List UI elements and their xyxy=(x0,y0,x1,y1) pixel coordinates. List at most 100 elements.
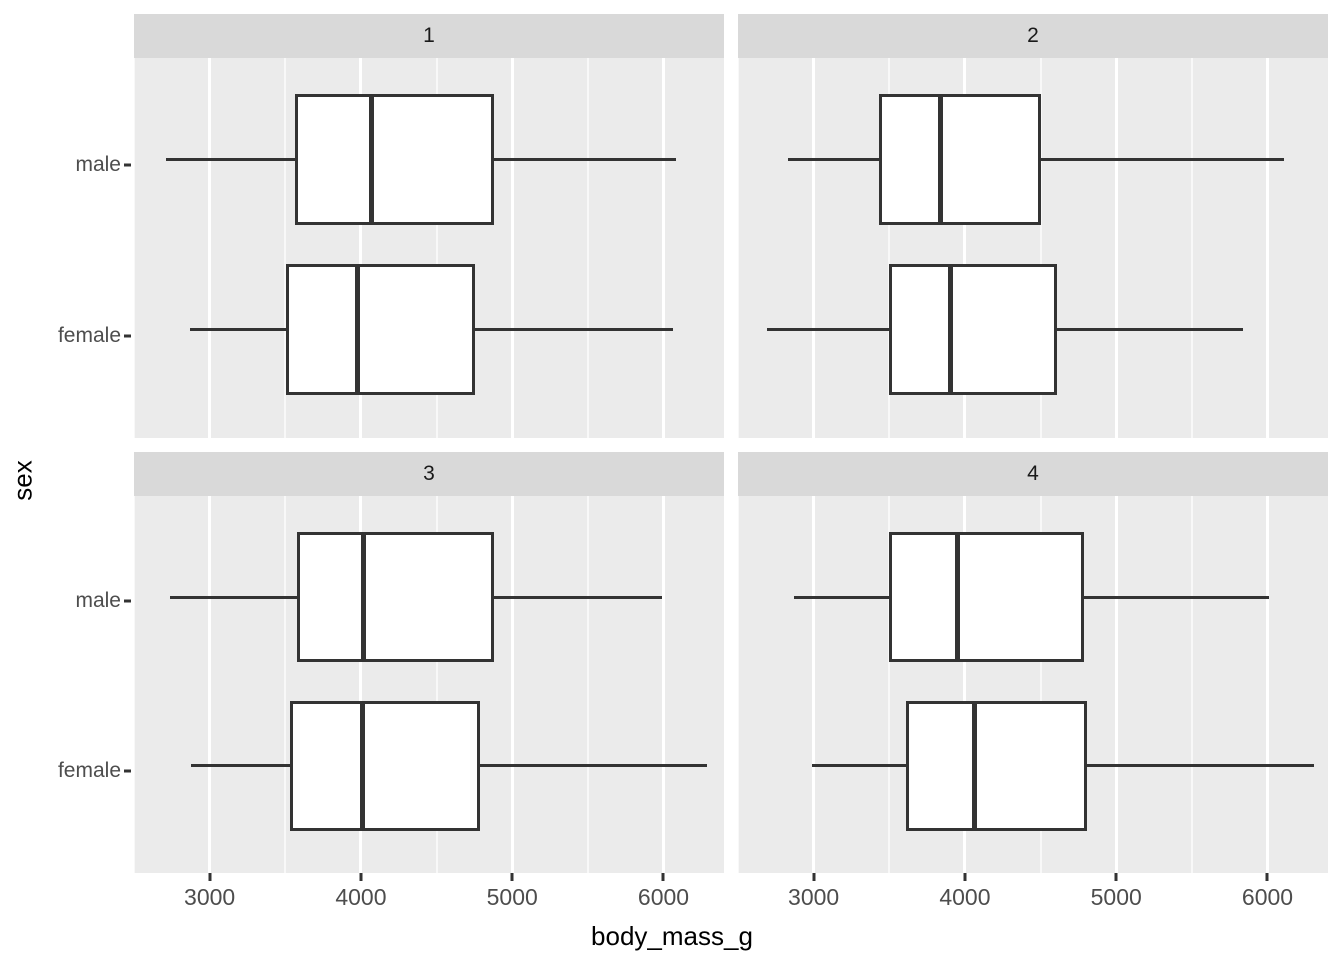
y-tick-mark-female-2 xyxy=(124,769,131,773)
y-tick-label-male: male xyxy=(75,153,121,176)
x-axis: 3000 4000 5000 6000 3000 4000 5000 6000 xyxy=(134,873,1330,933)
x-tick-mark xyxy=(510,873,514,881)
gridline-minor xyxy=(586,496,589,873)
facet-panel-2: 2 xyxy=(738,14,1328,438)
gridline-major xyxy=(661,496,665,873)
facet-strip-4: 4 xyxy=(738,452,1328,496)
box-iqr xyxy=(295,94,495,226)
x-tick-label: 4000 xyxy=(939,884,991,910)
boxplot-female xyxy=(738,496,1328,873)
gridline-major xyxy=(359,496,363,873)
gridline-major xyxy=(1265,496,1269,873)
plot-panel-2 xyxy=(738,58,1328,438)
box-iqr xyxy=(889,532,1085,663)
gridline-major xyxy=(208,496,212,873)
whisker-low xyxy=(812,764,906,768)
median-line xyxy=(954,532,960,663)
gridline-major xyxy=(812,58,816,438)
gridline-major xyxy=(1114,496,1118,873)
gridline-minor xyxy=(1190,496,1193,873)
gridline-major xyxy=(208,58,212,438)
y-tick-label-male-2: male xyxy=(75,589,121,612)
gridline-major xyxy=(1265,58,1269,438)
gridline-minor xyxy=(435,58,438,438)
whisker-low xyxy=(191,764,290,768)
gridline-minor xyxy=(738,496,739,873)
gridline-minor xyxy=(1039,496,1042,873)
median-line xyxy=(971,700,977,831)
boxplot-male xyxy=(134,58,724,438)
median-line xyxy=(948,264,954,396)
box-iqr xyxy=(878,94,1041,226)
whisker-high xyxy=(494,595,662,599)
facet-strip-label-1: 1 xyxy=(423,24,435,47)
facet-column-left: 1 3 xyxy=(134,14,724,873)
x-axis-title: body_mass_g xyxy=(0,921,1344,952)
gridline-major xyxy=(963,58,967,438)
x-tick-label: 6000 xyxy=(1241,884,1294,910)
y-axis: male female male female xyxy=(0,0,134,960)
whisker-high xyxy=(1040,158,1285,162)
gridline-minor xyxy=(888,496,891,873)
whisker-low xyxy=(766,328,889,332)
gridline-major xyxy=(963,496,967,873)
gridline-minor xyxy=(888,58,891,438)
facet-panel-3: 3 xyxy=(134,452,724,873)
x-tick-label: 4000 xyxy=(335,884,387,910)
gridline-minor xyxy=(738,58,739,438)
facet-grid: 1 3 2 4 xyxy=(134,14,1330,873)
gridline-minor xyxy=(134,58,135,438)
gridline-minor xyxy=(1190,58,1193,438)
x-tick-label: 5000 xyxy=(486,884,538,910)
whisker-low xyxy=(787,158,879,162)
facet-panel-1: 1 xyxy=(134,14,724,438)
y-tick-label-female-2: female xyxy=(57,759,121,782)
whisker-high xyxy=(1087,764,1315,768)
gridline-minor xyxy=(435,496,438,873)
box-iqr xyxy=(289,700,481,831)
x-tick-mark xyxy=(1114,873,1118,881)
y-tick-label-female: female xyxy=(57,324,121,347)
facet-strip-label-3: 3 xyxy=(423,462,435,485)
facet-strip-3: 3 xyxy=(134,452,724,496)
x-tick-label: 5000 xyxy=(1090,884,1142,910)
x-tick-mark xyxy=(812,873,816,881)
facet-strip-1: 1 xyxy=(134,14,724,58)
y-tick-mark-male-2 xyxy=(124,599,131,603)
facet-strip-2: 2 xyxy=(738,14,1328,58)
facet-strip-label-4: 4 xyxy=(1027,462,1039,485)
gridline-minor xyxy=(586,58,589,438)
whisker-low xyxy=(170,595,298,599)
gridline-minor xyxy=(134,496,135,873)
gridline-major xyxy=(661,58,665,438)
x-tick-label: 3000 xyxy=(788,884,840,910)
box-iqr xyxy=(905,700,1088,831)
boxplot-male xyxy=(738,496,1328,873)
median-line xyxy=(359,700,365,831)
plot-panel-4 xyxy=(738,496,1328,873)
gridline-minor xyxy=(1039,58,1042,438)
boxplot-male xyxy=(738,58,1328,438)
x-tick-mark xyxy=(963,873,967,881)
gridline-major xyxy=(359,58,363,438)
x-tick-mark xyxy=(1265,873,1269,881)
whisker-high xyxy=(475,328,673,332)
y-tick-mark-female xyxy=(124,334,131,338)
boxplot-female xyxy=(134,496,724,873)
x-tick-label: 3000 xyxy=(184,884,236,910)
whisker-low xyxy=(189,328,287,332)
median-line xyxy=(361,532,367,663)
x-axis-title-text: body_mass_g xyxy=(591,921,753,951)
box-iqr xyxy=(888,264,1058,396)
x-tick-mark xyxy=(661,873,665,881)
y-tick-mark-male xyxy=(124,163,131,167)
whisker-high xyxy=(480,764,708,768)
x-tick-label: 6000 xyxy=(637,884,690,910)
plot-panel-3 xyxy=(134,496,724,873)
facet-column-right: 2 4 xyxy=(738,14,1328,873)
plot-panel-1 xyxy=(134,58,724,438)
boxplot-female xyxy=(738,58,1328,438)
median-line xyxy=(938,94,944,226)
whisker-high xyxy=(1084,595,1269,599)
